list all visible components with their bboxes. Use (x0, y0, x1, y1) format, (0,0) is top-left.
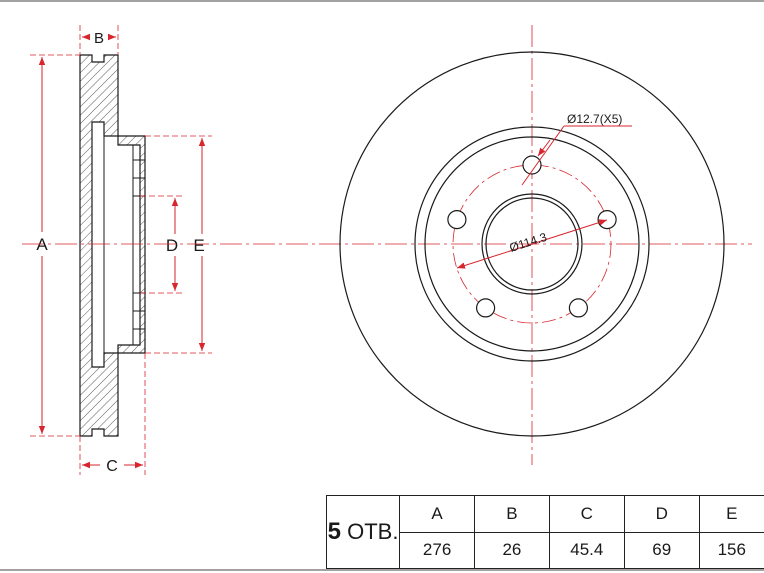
value-b: 26 (474, 531, 550, 569)
bolt-hole (522, 155, 542, 175)
dim-e-label: E (193, 236, 204, 255)
value-d: 69 (623, 531, 700, 569)
bolt-hole (568, 298, 589, 318)
value-e: 156 (698, 531, 764, 569)
dim-c-label: C (106, 458, 118, 475)
value-a: 276 (399, 531, 476, 569)
bolt-hole (447, 210, 467, 230)
dim-b-label: B (94, 30, 104, 47)
pcd-circle (452, 164, 612, 324)
spec-table: 5 ОТВ. A B C D E 276 26 45.4 69 156 (325, 495, 764, 569)
pcd-label: Ø114.3 (508, 230, 549, 255)
bolt-hole-leader (521, 125, 565, 186)
header-e: E (698, 495, 764, 533)
bolt-hole-label: Ø12.7(X5) (567, 112, 622, 126)
header-a: A (399, 495, 476, 533)
spec-value-row: 276 26 45.4 69 156 (327, 531, 764, 569)
holes-count: 5 (327, 518, 341, 545)
spec-header-row: 5 ОТВ. A B C D E (325, 495, 764, 569)
bolt-hole (476, 298, 496, 318)
hat-inner-circle (424, 136, 640, 352)
header-d: D (623, 495, 700, 533)
header-c: C (548, 495, 625, 533)
front-view: Ø12.7(X5) Ø114.3 (339, 25, 725, 465)
header-b: B (474, 495, 550, 533)
holes-cell: 5 ОТВ. (325, 495, 401, 569)
side-view: A B C D E (30, 25, 212, 475)
dim-a-label: A (36, 235, 48, 254)
value-c: 45.4 (548, 531, 625, 569)
disc-outer-circle (339, 51, 725, 437)
bolt-hole (597, 210, 617, 230)
dim-d-label: D (166, 236, 178, 255)
bolt-hole-leader (537, 139, 551, 157)
pcd-dim-line (456, 219, 608, 269)
hat-outer-circle (414, 126, 650, 362)
holes-unit: ОТВ. (347, 519, 399, 544)
